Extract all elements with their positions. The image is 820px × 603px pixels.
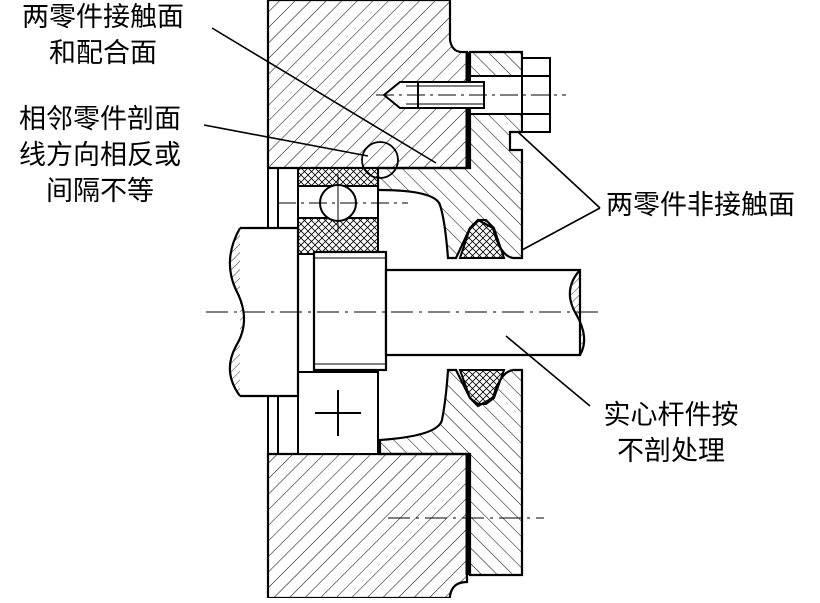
label-contact-faces: 两零件接触面 和配合面 [2, 0, 204, 72]
housing [266, 0, 469, 600]
bearing-lower [297, 371, 379, 455]
seal [458, 219, 506, 405]
leader-non-contact [517, 131, 601, 251]
label-solid-shaft-line1: 实心杆件按 [603, 400, 739, 431]
bolt [376, 57, 566, 133]
label-adjacent-hatch-line1: 相邻零件剖面 [19, 104, 181, 135]
center-lines [206, 311, 602, 519]
label-non-contact-line1: 两零件非接触面 [606, 190, 795, 221]
shaft-break-left [228, 227, 246, 397]
label-adjacent-hatch-line2: 线方向相反或 [19, 140, 181, 171]
label-contact-faces-line1: 两零件接触面 [22, 2, 184, 33]
housing-lower [266, 452, 469, 600]
bearing-upper [278, 167, 408, 255]
leader-adjacent-hatch [203, 124, 369, 157]
label-solid-shaft: 实心杆件按 不剖处理 [596, 398, 746, 470]
label-adjacent-hatch-line3: 间隔不等 [46, 176, 154, 207]
detail-circle [361, 141, 399, 179]
label-adjacent-hatch: 相邻零件剖面 线方向相反或 间隔不等 [0, 102, 200, 210]
label-contact-faces-line2: 和配合面 [49, 38, 157, 69]
label-non-contact: 两零件非接触面 [606, 188, 795, 224]
leader-lines [203, 27, 601, 407]
leader-solid-shaft [505, 335, 591, 407]
leader-contact-faces [211, 27, 437, 164]
label-solid-shaft-line2: 不剖处理 [617, 436, 725, 467]
